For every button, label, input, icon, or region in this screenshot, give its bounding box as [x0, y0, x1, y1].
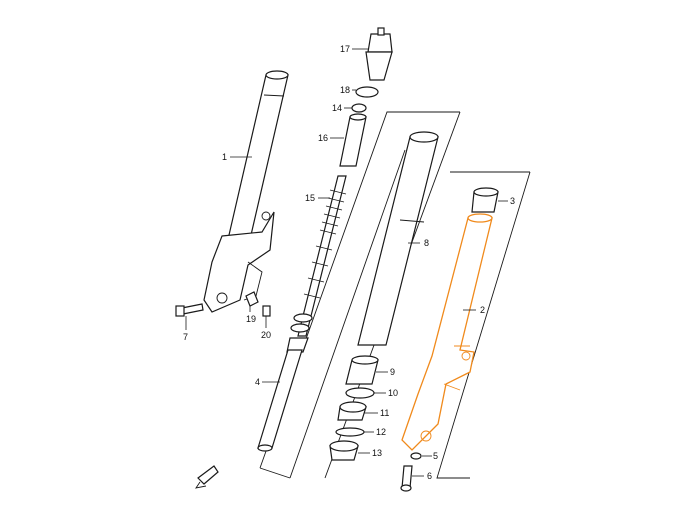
- outer-tube-top: [265, 70, 289, 80]
- part-clip-12[interactable]: [335, 427, 365, 437]
- washer-14-shape: [351, 103, 367, 113]
- bracket-boss: [261, 211, 271, 221]
- part-cap-17[interactable]: [365, 27, 393, 81]
- bracket-hole: [216, 292, 228, 304]
- spacer-16-body: [339, 116, 367, 167]
- part-washer-10[interactable]: [345, 387, 375, 399]
- front-arrow-icon: [195, 465, 219, 489]
- inner-tube-body: [257, 349, 303, 449]
- leader-lines: [185, 48, 508, 477]
- callout-9: 9: [390, 367, 395, 377]
- washer-5-shape: [410, 452, 422, 460]
- lower-bracket: [203, 211, 275, 313]
- frame-line-right: [436, 171, 531, 479]
- inner-tube-bottom: [257, 444, 273, 452]
- cap-ring-top: [473, 187, 499, 197]
- screw-20-body: [262, 305, 271, 317]
- part-outer-tube-1[interactable]: [203, 70, 289, 313]
- part-bushing-9[interactable]: [345, 355, 379, 385]
- stanchion-ring: [399, 219, 425, 223]
- cap-stem: [377, 27, 385, 36]
- frame-line-inner-2: [289, 149, 406, 479]
- slider-top: [467, 213, 493, 223]
- callout-19: 19: [246, 314, 256, 324]
- outer-tube-ring: [263, 94, 285, 97]
- bolt-6-head: [400, 484, 412, 492]
- part-seal-11[interactable]: [337, 401, 367, 421]
- cap-head: [367, 33, 393, 53]
- callout-6: 6: [427, 471, 432, 481]
- callout-8: 8: [424, 238, 429, 248]
- slider-body: [401, 217, 493, 451]
- outer-tube-body: [225, 74, 289, 249]
- spacer-16-top: [349, 113, 367, 121]
- damper-ring-b: [290, 323, 310, 333]
- part-fitting-19[interactable]: [245, 291, 259, 307]
- damper-rod: [297, 175, 347, 337]
- slider-boss: [461, 351, 471, 361]
- callout-7: 7: [183, 332, 188, 342]
- part-washer-5[interactable]: [410, 452, 422, 460]
- washer-10-shape: [345, 387, 375, 399]
- callout-3: 3: [510, 196, 515, 206]
- part-dust-seal-13[interactable]: [329, 440, 359, 461]
- part-stanchion-8[interactable]: [357, 131, 439, 346]
- callout-13: 13: [372, 448, 382, 458]
- fitting-19-body: [245, 291, 259, 307]
- spring-coils: [303, 189, 347, 299]
- slider-axle-hole: [420, 430, 432, 442]
- callout-1: 1: [222, 152, 227, 162]
- bolt-shank: [181, 303, 204, 315]
- bushing-9-top: [351, 355, 379, 365]
- part-inner-tube-4[interactable]: [257, 349, 303, 452]
- part-oring-18[interactable]: [355, 86, 379, 98]
- callout-12: 12: [376, 427, 386, 437]
- clip-12-shape: [335, 427, 365, 437]
- dust-seal-top: [329, 440, 359, 452]
- stanchion-top: [409, 131, 439, 143]
- part-bolt-6[interactable]: [400, 465, 413, 492]
- callout-2: 2: [480, 305, 485, 315]
- callout-18: 18: [340, 85, 350, 95]
- callout-10: 10: [388, 388, 398, 398]
- part-damper-15[interactable]: [286, 175, 347, 353]
- part-cap-ring-3[interactable]: [471, 187, 499, 213]
- bolt-head: [175, 305, 185, 317]
- slider-details: [443, 345, 470, 391]
- part-bolt-7[interactable]: [175, 303, 204, 317]
- callout-5: 5: [433, 451, 438, 461]
- callout-20: 20: [261, 330, 271, 340]
- callout-4: 4: [255, 377, 260, 387]
- seal-11-top: [339, 401, 367, 413]
- callout-14: 14: [332, 103, 342, 113]
- cap-body: [365, 51, 393, 81]
- callout-11: 11: [380, 408, 389, 418]
- callout-16: 16: [318, 133, 328, 143]
- oring-18-shape: [355, 86, 379, 98]
- damper-base: [286, 337, 309, 353]
- part-outer-slider-2[interactable]: [401, 213, 493, 451]
- callout-17: 17: [340, 44, 350, 54]
- callout-15: 15: [305, 193, 315, 203]
- frame-line-base: [259, 467, 291, 479]
- part-washer-14[interactable]: [351, 103, 367, 113]
- damper-ring-a: [293, 313, 313, 323]
- callout-labels: 1 2 3 4 5 6 7 8 9 10 11 12 13 14 15 16 1…: [183, 44, 515, 481]
- part-screw-20[interactable]: [262, 305, 271, 317]
- part-spacer-16[interactable]: [339, 113, 367, 167]
